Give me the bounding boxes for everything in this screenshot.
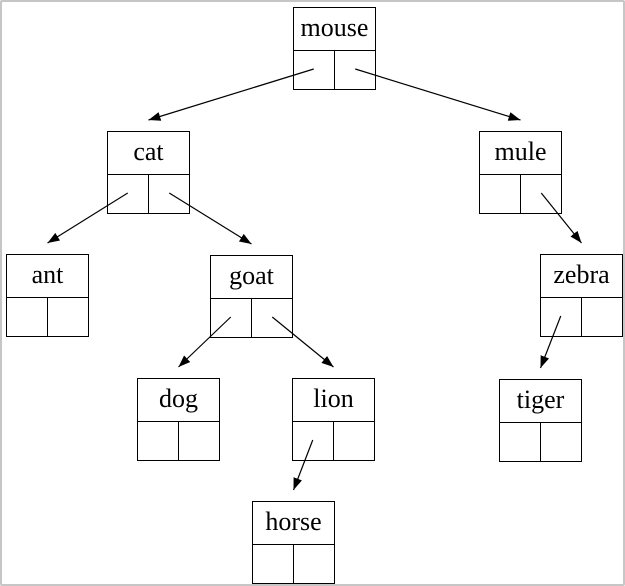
right-pointer-cell (582, 298, 622, 337)
pointer-cells (480, 174, 561, 214)
left-pointer-cell (7, 297, 48, 336)
node-label: mule (480, 132, 561, 175)
tree-node-ant: ant (6, 254, 89, 337)
node-label: mouse (294, 8, 375, 51)
right-pointer-cell (179, 422, 219, 461)
left-pointer-cell (138, 421, 179, 460)
tree-node-mule: mule (479, 131, 562, 214)
tree-node-dog: dog (137, 378, 220, 461)
tree-node-tiger: tiger (499, 379, 582, 462)
node-label: lion (293, 379, 374, 422)
node-label: dog (138, 379, 219, 422)
pointer-cells (211, 298, 292, 338)
right-pointer-cell (149, 175, 189, 214)
pointer-cells (500, 422, 581, 462)
tree-node-zebra: zebra (540, 254, 623, 337)
tree-node-horse: horse (252, 501, 335, 584)
right-pointer-cell (334, 422, 374, 461)
pointer-cells (7, 297, 88, 337)
right-pointer-cell (541, 423, 581, 462)
pointer-cells (541, 297, 622, 337)
left-pointer-cell (541, 297, 582, 336)
node-label: ant (7, 255, 88, 298)
right-pointer-cell (252, 299, 292, 338)
pointer-cells (108, 174, 189, 214)
left-pointer-cell (211, 298, 252, 337)
pointer-cells (253, 544, 334, 584)
node-label: cat (108, 132, 189, 175)
node-label: zebra (541, 255, 622, 298)
left-pointer-cell (253, 544, 294, 583)
left-pointer-cell (293, 421, 334, 460)
node-label: horse (253, 502, 334, 545)
node-label: tiger (500, 380, 581, 423)
tree-node-lion: lion (292, 378, 375, 461)
pointer-cells (294, 50, 375, 90)
right-pointer-cell (521, 175, 561, 214)
right-pointer-cell (335, 51, 375, 90)
left-pointer-cell (480, 174, 521, 213)
left-pointer-cell (500, 422, 541, 461)
right-pointer-cell (48, 298, 88, 337)
node-label: goat (211, 256, 292, 299)
pointer-cells (293, 421, 374, 461)
tree-node-mouse: mouse (293, 7, 376, 90)
pointer-cells (138, 421, 219, 461)
tree-node-goat: goat (210, 255, 293, 338)
right-pointer-cell (294, 545, 334, 584)
left-pointer-cell (294, 50, 335, 89)
left-pointer-cell (108, 174, 149, 213)
tree-node-cat: cat (107, 131, 190, 214)
